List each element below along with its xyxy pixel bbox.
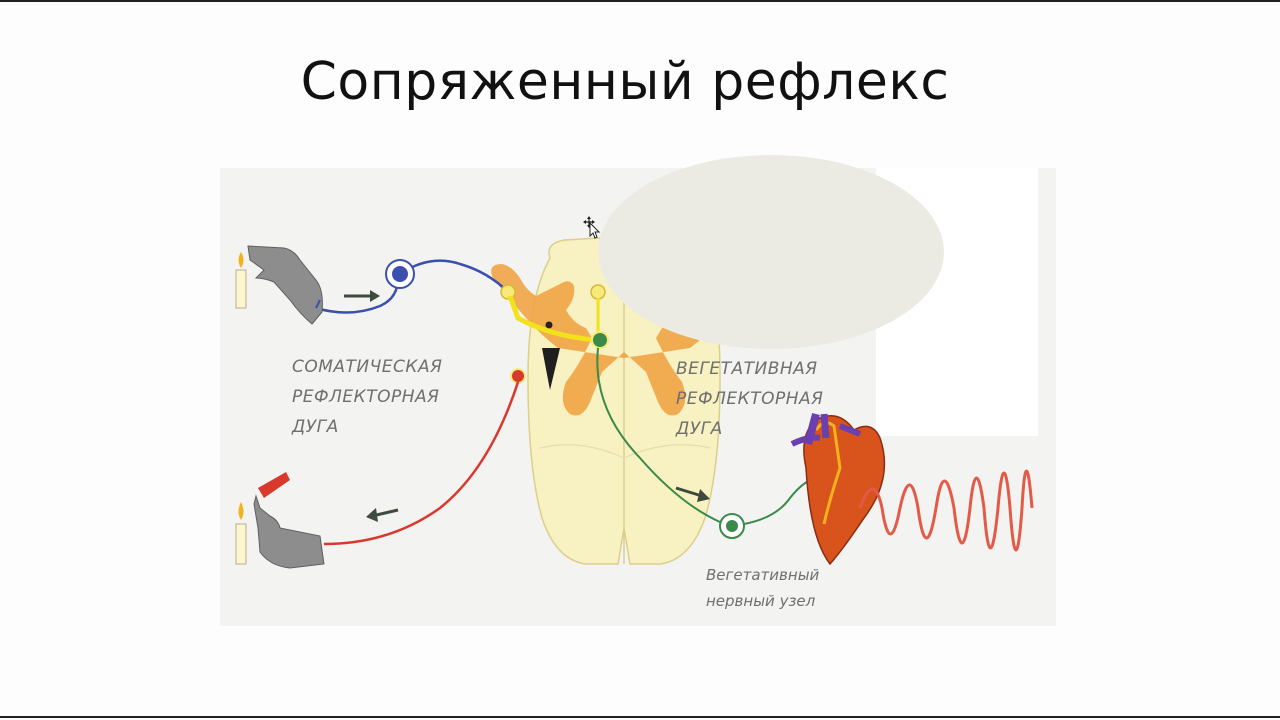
somatic-label-line-1: СОМАТИЧЕСКАЯ: [292, 357, 442, 377]
somatic-label-line-3: ДУГА: [291, 417, 339, 437]
somatic-label-line-2: РЕФЛЕКТОРНАЯ: [292, 387, 439, 407]
overlay-ellipse-shape[interactable]: [598, 155, 944, 349]
slide-bottom-border: [0, 716, 1280, 718]
vegetative-label-line-1: ВЕГЕТАТИВНАЯ: [676, 359, 818, 379]
move-cursor-icon: [583, 216, 601, 240]
slide-top-border: [0, 0, 1280, 2]
slide-title: Сопряженный рефлекс: [0, 52, 1250, 112]
ganglion-label-line-1: Вегетативный: [706, 566, 820, 584]
ganglion-label-line-2: нервный узел: [706, 592, 816, 610]
vegetative-label-line-2: РЕФЛЕКТОРНАЯ: [676, 389, 823, 409]
vegetative-label-line-3: ДУГА: [675, 419, 723, 439]
